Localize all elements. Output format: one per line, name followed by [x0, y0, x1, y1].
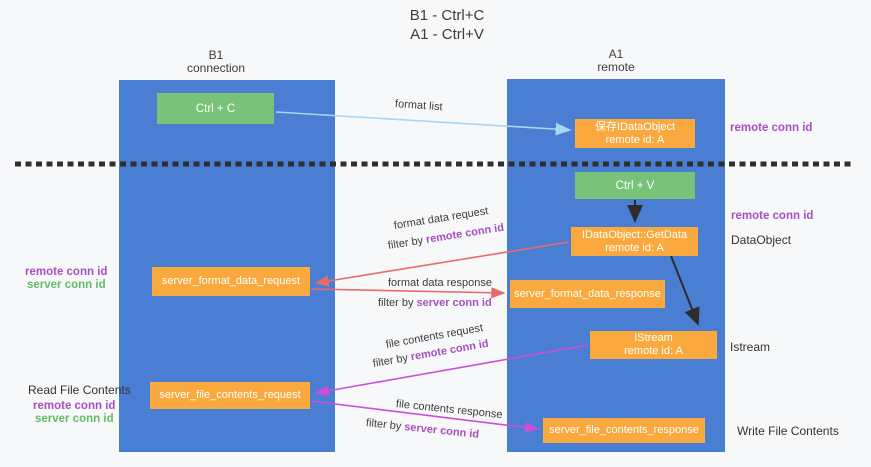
- right-remote-conn-id-top: remote conn id: [730, 122, 813, 134]
- ctrl-c-node: Ctrl + C: [157, 93, 274, 124]
- dataobject-label: DataObject: [731, 233, 792, 247]
- idataobject-getdata-node: IDataObject::GetData remote id: A: [571, 227, 698, 256]
- server-file-contents-request-node: server_file_contents_request: [150, 382, 310, 409]
- read-file-contents-label: Read File Contents: [28, 383, 131, 397]
- getdata-to-istream-arrow: [670, 255, 700, 326]
- right-column-name: A1: [608, 47, 624, 61]
- server-file-contents-response-node: server_file_contents_response: [543, 418, 705, 443]
- diagram-title-line1: B1 - Ctrl+C: [409, 7, 485, 24]
- istream-label: IStream: [634, 332, 673, 344]
- istream-node: IStream remote id: A: [590, 331, 717, 359]
- right-remote-conn-id-mid: remote conn id: [731, 210, 814, 222]
- istream-side-label: Istream: [730, 340, 771, 354]
- write-file-contents-label: Write File Contents: [737, 424, 839, 438]
- left-remote-conn-id-top: remote conn id: [25, 266, 108, 278]
- file-contents-response-arrow: [310, 400, 540, 433]
- format-list-arrow: [275, 111, 572, 136]
- right-column-header: A1 remote: [546, 48, 686, 74]
- save-idataobject-label: 保存IDataObject: [594, 120, 676, 133]
- diagram-title-line2: A1 - Ctrl+V: [410, 26, 484, 43]
- getdata-remote-id: remote id: A: [605, 241, 664, 254]
- save-idataobject-remote-id: remote id: A: [605, 133, 665, 146]
- istream-remote-id: remote id: A: [624, 345, 683, 357]
- left-column-header: B1 connection: [146, 49, 286, 75]
- file-contents-request-arrow: [314, 344, 589, 397]
- left-server-conn-id-bottom: server conn id: [35, 413, 114, 425]
- server-format-data-request-node: server_format_data_request: [152, 267, 310, 296]
- format-data-response-arrow: [310, 287, 506, 299]
- save-idataobject-node: 保存IDataObject remote id: A: [575, 119, 695, 148]
- left-remote-conn-id-bottom: remote conn id: [33, 400, 116, 412]
- format-data-response-label: format data response: [388, 277, 492, 289]
- filter-by-text: filter by: [378, 297, 414, 309]
- ctrl-v-node: Ctrl + V: [575, 172, 695, 199]
- left-column-name: B1: [208, 48, 224, 62]
- server-format-data-response-node: server_format_data_response: [510, 280, 665, 308]
- right-column-subtitle: remote: [597, 60, 635, 74]
- server-conn-id-text: server conn id: [416, 297, 492, 309]
- getdata-label: IDataObject::GetData: [581, 228, 688, 241]
- left-column-subtitle: connection: [186, 61, 246, 75]
- format-data-request-arrow: [314, 241, 570, 287]
- left-server-conn-id-top: server conn id: [27, 279, 106, 291]
